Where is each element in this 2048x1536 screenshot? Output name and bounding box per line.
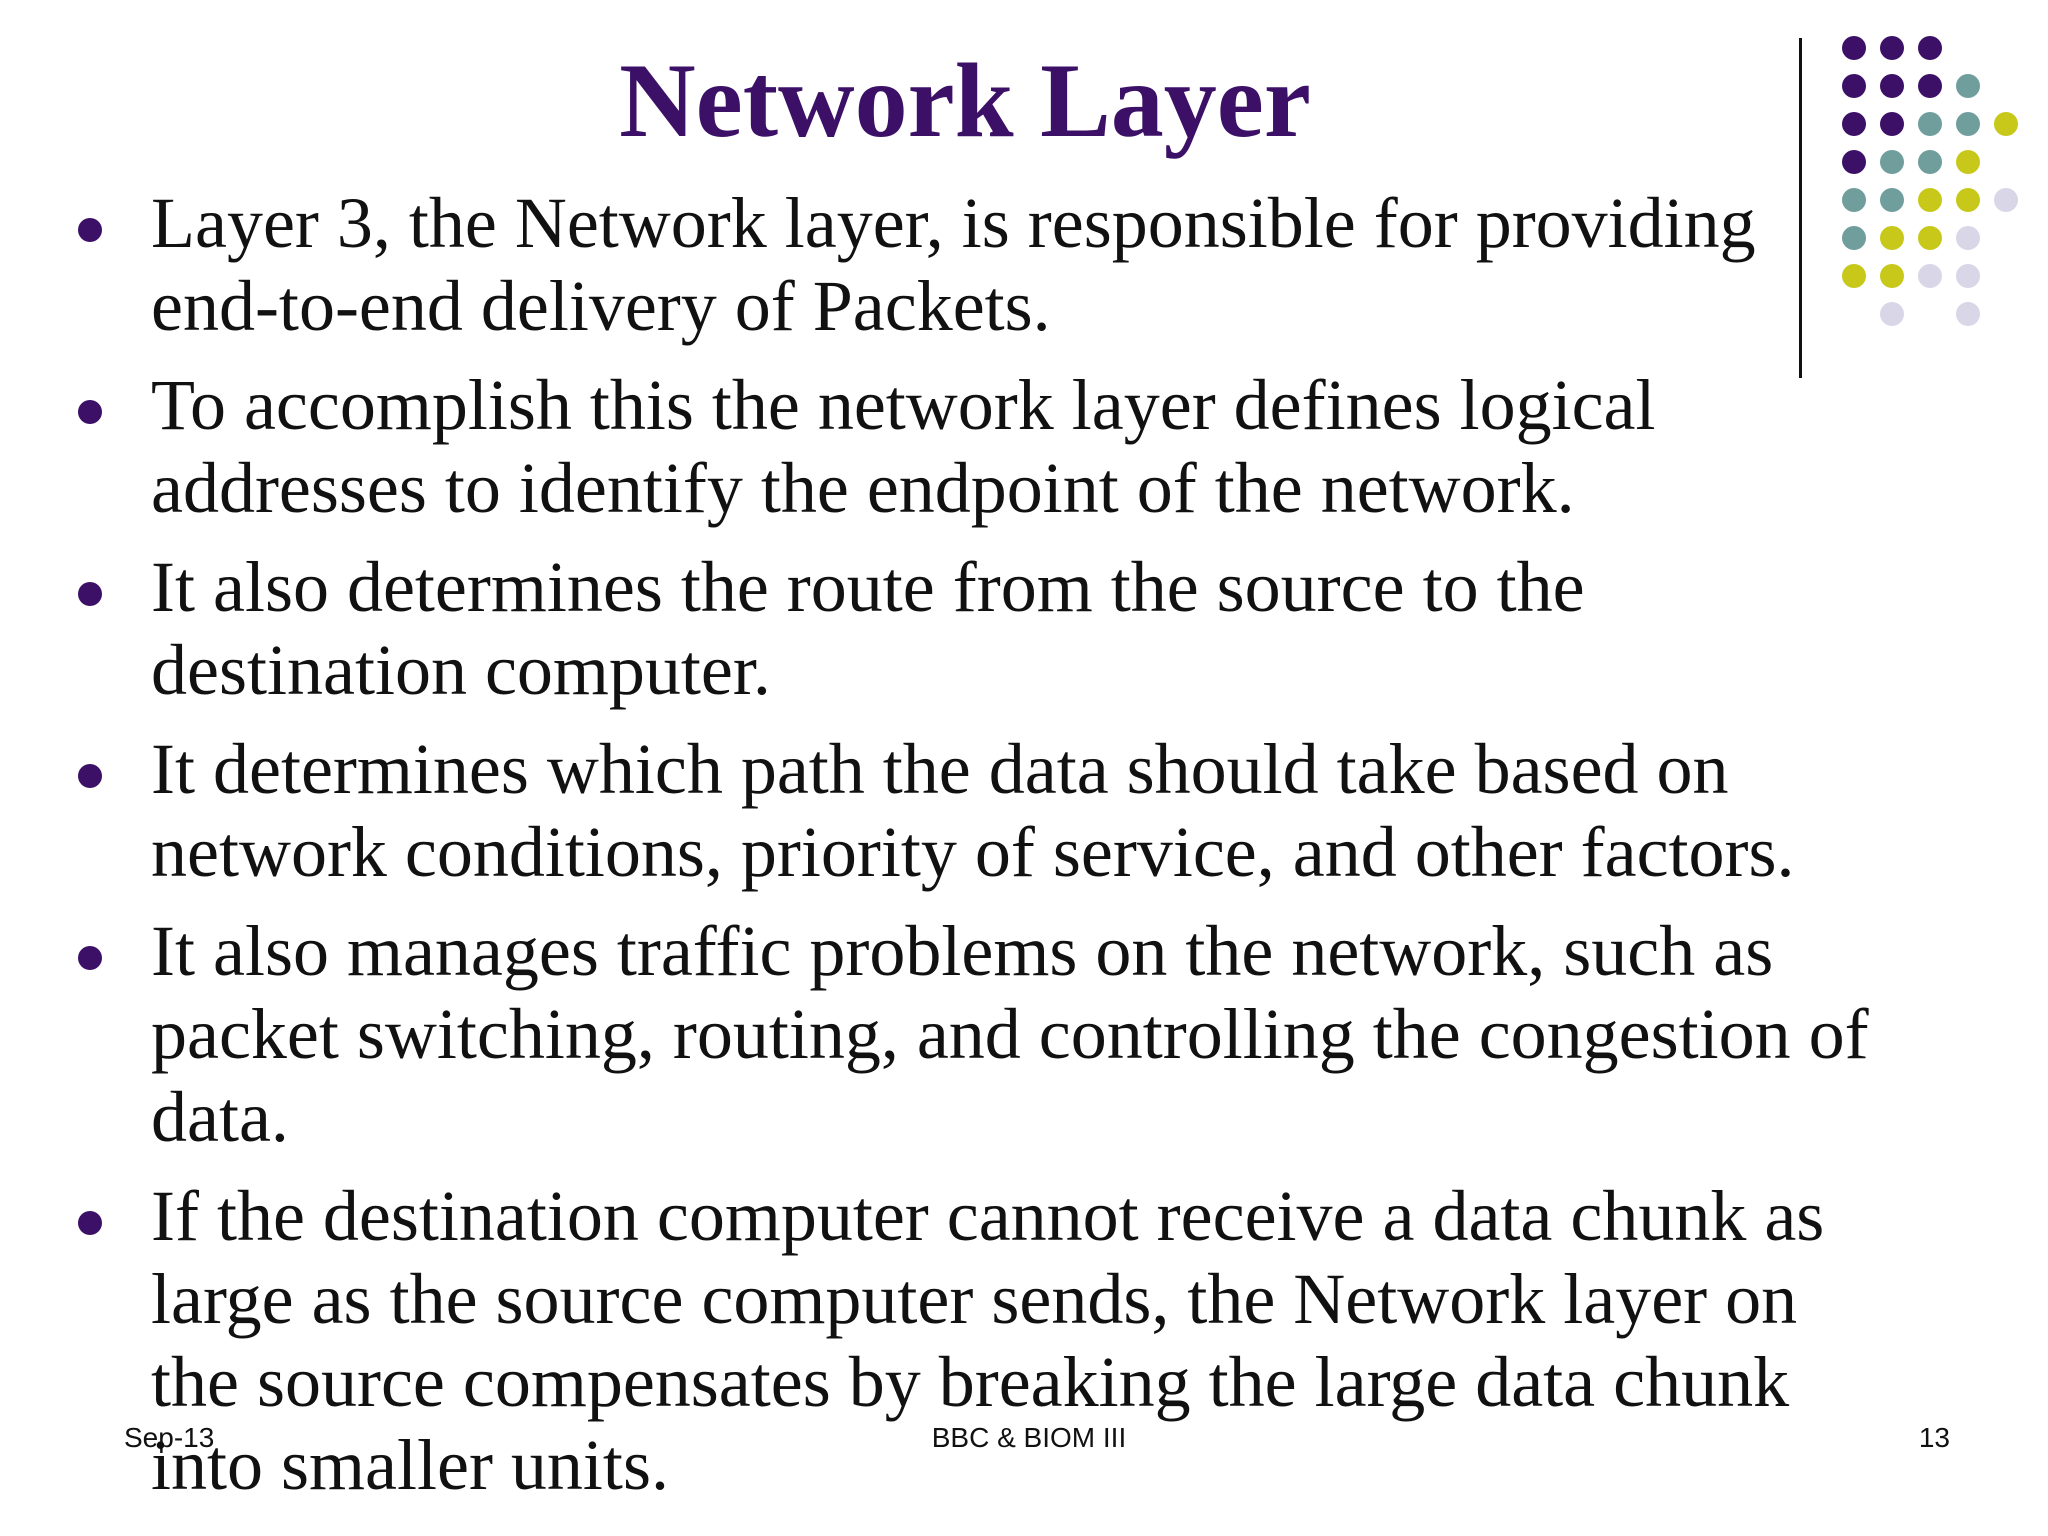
bullet-item: It determines which path the data should… — [0, 728, 2048, 894]
footer-page-number: 13 — [1918, 1422, 1950, 1453]
bullet-item: It also determines the route from the so… — [0, 546, 2048, 712]
bullet-text: It also manages traffic problems on the … — [151, 911, 1869, 1157]
decorative-dot-teal — [1956, 74, 1980, 98]
bullet-text: If the destination computer cannot recei… — [151, 1176, 1825, 1505]
bullet-icon — [78, 764, 102, 788]
title-divider-line — [1799, 38, 1802, 378]
bullet-item: To accomplish this the network layer def… — [0, 364, 2048, 530]
footer-course: BBC & BIOM III — [931, 1422, 1127, 1453]
decorative-dot-yellow — [1956, 150, 1980, 174]
bullet-text: It also determines the route from the so… — [151, 547, 1585, 710]
bullet-item: If the destination computer cannot recei… — [0, 1175, 2048, 1507]
bullet-icon — [78, 1211, 102, 1235]
bullet-item: Layer 3, the Network layer, is responsib… — [0, 182, 2048, 348]
decorative-dot-yellow — [1994, 112, 2018, 136]
bullet-text: To accomplish this the network layer def… — [151, 365, 1656, 528]
bullet-text: Layer 3, the Network layer, is responsib… — [151, 183, 1756, 346]
bullet-text: It determines which path the data should… — [151, 729, 1795, 892]
bullet-list: Layer 3, the Network layer, is responsib… — [0, 182, 2048, 1523]
bullet-icon — [78, 218, 102, 242]
bullet-icon — [78, 400, 102, 424]
bullet-icon — [78, 582, 102, 606]
slide-title: Network Layer — [619, 42, 1311, 159]
decorative-dot-teal — [1956, 112, 1980, 136]
bullet-icon — [78, 946, 102, 970]
footer-date: Sep-13 — [124, 1422, 215, 1453]
bullet-item: It also manages traffic problems on the … — [0, 910, 2048, 1159]
